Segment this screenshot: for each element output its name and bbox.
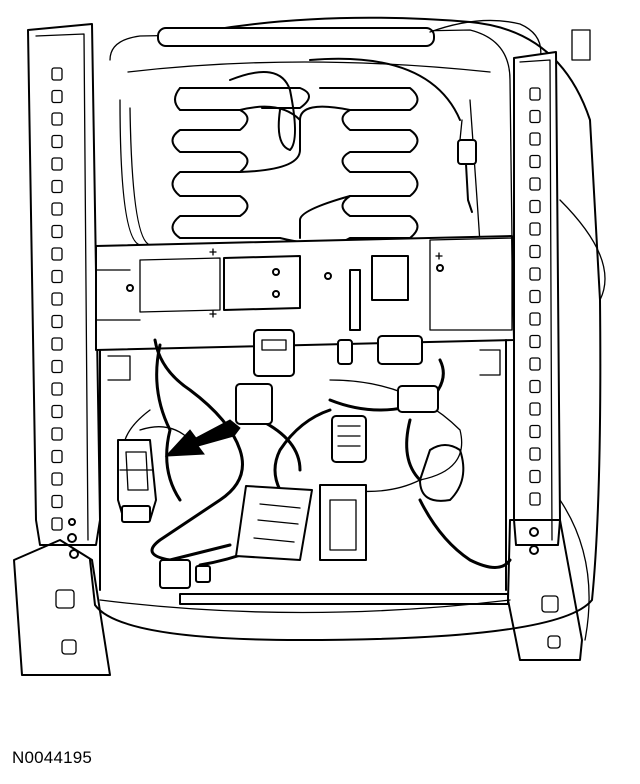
rail-hole — [51, 404, 63, 419]
rail-hole — [529, 109, 541, 124]
rail-hole — [51, 202, 63, 216]
rail-hole — [529, 267, 541, 281]
rail-hole — [51, 517, 63, 531]
rail-hole — [529, 154, 541, 169]
seat-cushion-outline — [89, 16, 606, 641]
rail-hole — [51, 314, 63, 329]
rail-hole — [51, 427, 63, 441]
rail-hole — [51, 224, 63, 239]
rail-hole — [529, 199, 541, 214]
rail-hole — [51, 337, 63, 351]
seat-cross-member — [95, 235, 515, 351]
rail-hole — [529, 177, 541, 191]
rail-hole — [529, 424, 541, 439]
wiring-connector — [117, 439, 157, 523]
rail-hole — [51, 89, 63, 104]
right-seat-rail — [507, 29, 591, 661]
rail-hole — [529, 132, 541, 146]
top-crossbar — [157, 19, 542, 61]
rail-hole — [529, 357, 541, 371]
sensor-wire — [229, 57, 477, 213]
rail-hole — [529, 402, 541, 416]
rail-hole — [51, 292, 63, 306]
lower-frame — [99, 339, 509, 605]
rail-hole — [51, 494, 63, 509]
arrow-icon — [164, 419, 241, 457]
seat-springs — [119, 87, 481, 246]
figure-id: N0044195 — [12, 748, 93, 767]
right-rail-holes — [529, 87, 541, 506]
rail-hole — [51, 382, 63, 396]
rail-hole — [51, 157, 63, 171]
rail-hole — [529, 222, 541, 236]
rail-hole — [51, 112, 63, 126]
rail-hole — [51, 449, 63, 464]
rail-hole — [529, 289, 541, 304]
rail-hole — [51, 179, 63, 194]
harness-connectors — [159, 329, 439, 589]
rail-hole — [51, 269, 63, 284]
left-seat-rail — [13, 23, 111, 676]
rail-hole — [529, 334, 541, 349]
rail-hole — [51, 67, 63, 81]
rail-hole — [529, 492, 541, 506]
left-rail-holes — [51, 67, 63, 531]
rail-hole — [529, 469, 541, 484]
rail-hole — [529, 244, 541, 259]
rail-hole — [529, 379, 541, 394]
rail-hole — [51, 134, 63, 149]
rail-hole — [529, 87, 541, 101]
rail-hole — [529, 447, 541, 461]
rail-hole — [51, 247, 63, 261]
rail-hole — [529, 312, 541, 326]
rail-hole — [51, 359, 63, 374]
rail-hole — [51, 472, 63, 486]
seat-control-module — [235, 484, 367, 561]
